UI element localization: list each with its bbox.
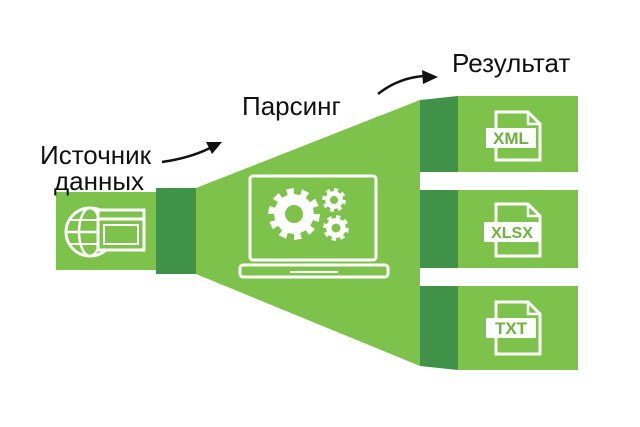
arrow-parsing-to-result [377,70,438,95]
output-label-txt: TXT [495,319,528,338]
label-data-source: Источник данных [40,142,151,194]
globe-browser-icon [64,206,146,258]
txt-file-icon: TXT [486,300,542,356]
source-neck [156,188,196,274]
label-parsing: Парсинг [242,91,341,121]
xlsx-file-icon: XLSX [484,202,542,258]
output-connectors [420,96,458,370]
arrow-source-to-parsing [161,142,222,164]
label-data-source-line1: Источник [40,140,151,170]
output-label-xml: XML [493,129,529,148]
label-result: Результат [452,48,571,78]
laptop-gears-icon [238,174,390,279]
xml-file-icon: XML [486,110,542,162]
label-data-source-line2: данных [54,166,145,196]
output-label-xlsx: XLSX [491,225,533,242]
